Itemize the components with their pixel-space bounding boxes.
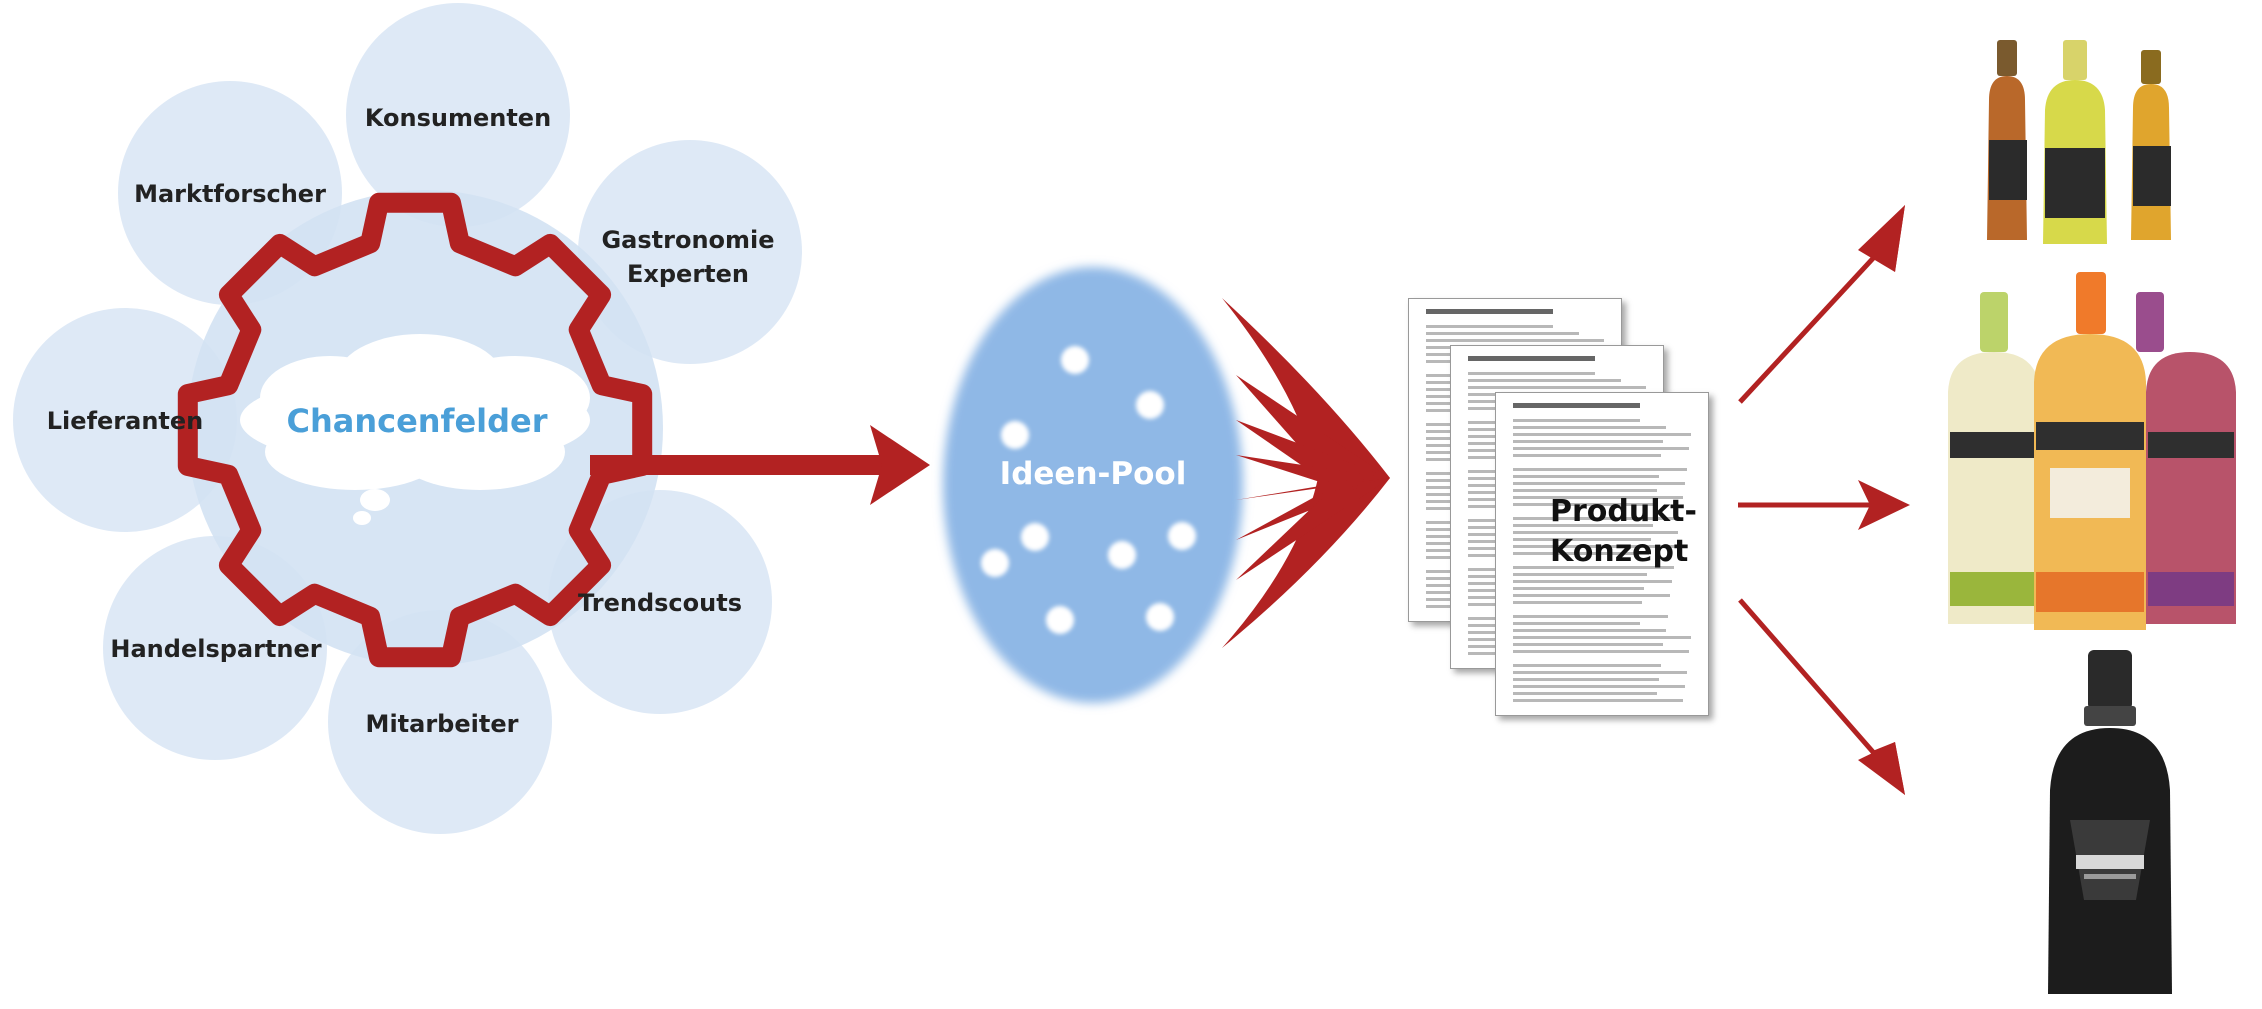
- label-produkt-konzept: Produkt- Konzept: [1550, 492, 1697, 572]
- doc-text-line: [1512, 580, 1672, 583]
- kraeuter-braut-bottles: [1987, 40, 2171, 244]
- funnel-arrowhead: [1222, 298, 1390, 648]
- label-chancenfelder: Chancenfelder: [286, 402, 548, 440]
- arrows-to-products: [1738, 205, 1910, 795]
- label-trendscouts: Trendscouts: [578, 589, 742, 617]
- doc-text-line: [1512, 615, 1668, 618]
- doc-text-line: [1512, 622, 1641, 625]
- label-mitarbeiter: Mitarbeiter: [365, 710, 519, 738]
- doc-text-line: [1512, 650, 1689, 653]
- label-ideen-pool: Ideen-Pool: [999, 456, 1187, 492]
- doc-text-line: [1512, 629, 1666, 632]
- doc-heading: [1425, 309, 1554, 314]
- label-handelspartner: Handelspartner: [110, 635, 322, 663]
- doc-text-line: [1512, 531, 1679, 534]
- bottle-trio-icon: [1948, 272, 2236, 630]
- doc-text-line: [1512, 433, 1692, 436]
- doc-text-line: [1512, 678, 1660, 681]
- doc-text-line: [1512, 692, 1658, 695]
- doc-text-line: [1512, 594, 1670, 597]
- label-gastronomie-text: Gastronomie Experten: [601, 226, 775, 288]
- doc-text-line: [1512, 489, 1658, 492]
- doc-text-line: [1512, 664, 1662, 667]
- doc-heading: [1467, 356, 1596, 361]
- label-produkt-konzept-text: Produkt- Konzept: [1550, 494, 1697, 569]
- arrow-to-pool: [590, 425, 930, 505]
- doc-text-line: [1512, 573, 1647, 576]
- doc-text-line: [1512, 503, 1655, 506]
- doc-text-line: [1512, 468, 1687, 471]
- ideas-pool: [943, 267, 1243, 703]
- doc-text-line: [1467, 372, 1596, 375]
- doc-text-line: [1512, 475, 1660, 478]
- doc-text-line: [1512, 643, 1664, 646]
- document-front: [1495, 392, 1709, 716]
- doc-text-line: [1512, 538, 1651, 541]
- doc-text-line: [1512, 454, 1662, 457]
- doc-text-line: [1425, 339, 1605, 342]
- doc-text-line: [1467, 379, 1621, 382]
- gear-icon: [177, 192, 653, 668]
- doc-text-line: [1512, 566, 1675, 569]
- tres-paises-bottle: [2048, 650, 2172, 994]
- doc-text-line: [1512, 699, 1683, 702]
- doc-text-line: [1512, 545, 1677, 548]
- doc-text-line: [1512, 517, 1681, 520]
- doc-text-line: [1512, 552, 1649, 555]
- label-marktforscher: Marktforscher: [134, 180, 326, 208]
- label-gastronomie: Gastronomie Experten: [601, 223, 774, 291]
- cloud-icon: [240, 334, 590, 525]
- doc-text-line: [1467, 386, 1647, 389]
- idea-dots: [981, 346, 1196, 634]
- rum-bottle-icon: [2048, 650, 2172, 994]
- bubble-gastronomie: [578, 140, 802, 364]
- doc-text-line: [1512, 419, 1641, 422]
- doc-text-line: [1512, 636, 1692, 639]
- doc-text-line: [1512, 482, 1685, 485]
- bottle-trio-icon: [1987, 40, 2171, 244]
- doc-text-line: [1425, 332, 1579, 335]
- bubble-lieferanten: [13, 308, 237, 532]
- doc-text-line: [1512, 685, 1685, 688]
- label-lieferanten: Lieferanten: [46, 407, 204, 435]
- doc-text-line: [1512, 524, 1653, 527]
- label-konsumenten: Konsumenten: [364, 104, 552, 132]
- doc-text-line: [1425, 325, 1554, 328]
- berentzen-bottles: [1948, 272, 2236, 630]
- doc-text-line: [1512, 496, 1683, 499]
- doc-text-line: [1512, 601, 1643, 604]
- doc-text-line: [1512, 440, 1664, 443]
- doc-text-line: [1512, 447, 1689, 450]
- doc-text-line: [1512, 671, 1687, 674]
- doc-text-line: [1512, 426, 1666, 429]
- doc-heading: [1512, 403, 1641, 408]
- doc-text-line: [1512, 587, 1645, 590]
- bubble-konsumenten: [346, 3, 570, 227]
